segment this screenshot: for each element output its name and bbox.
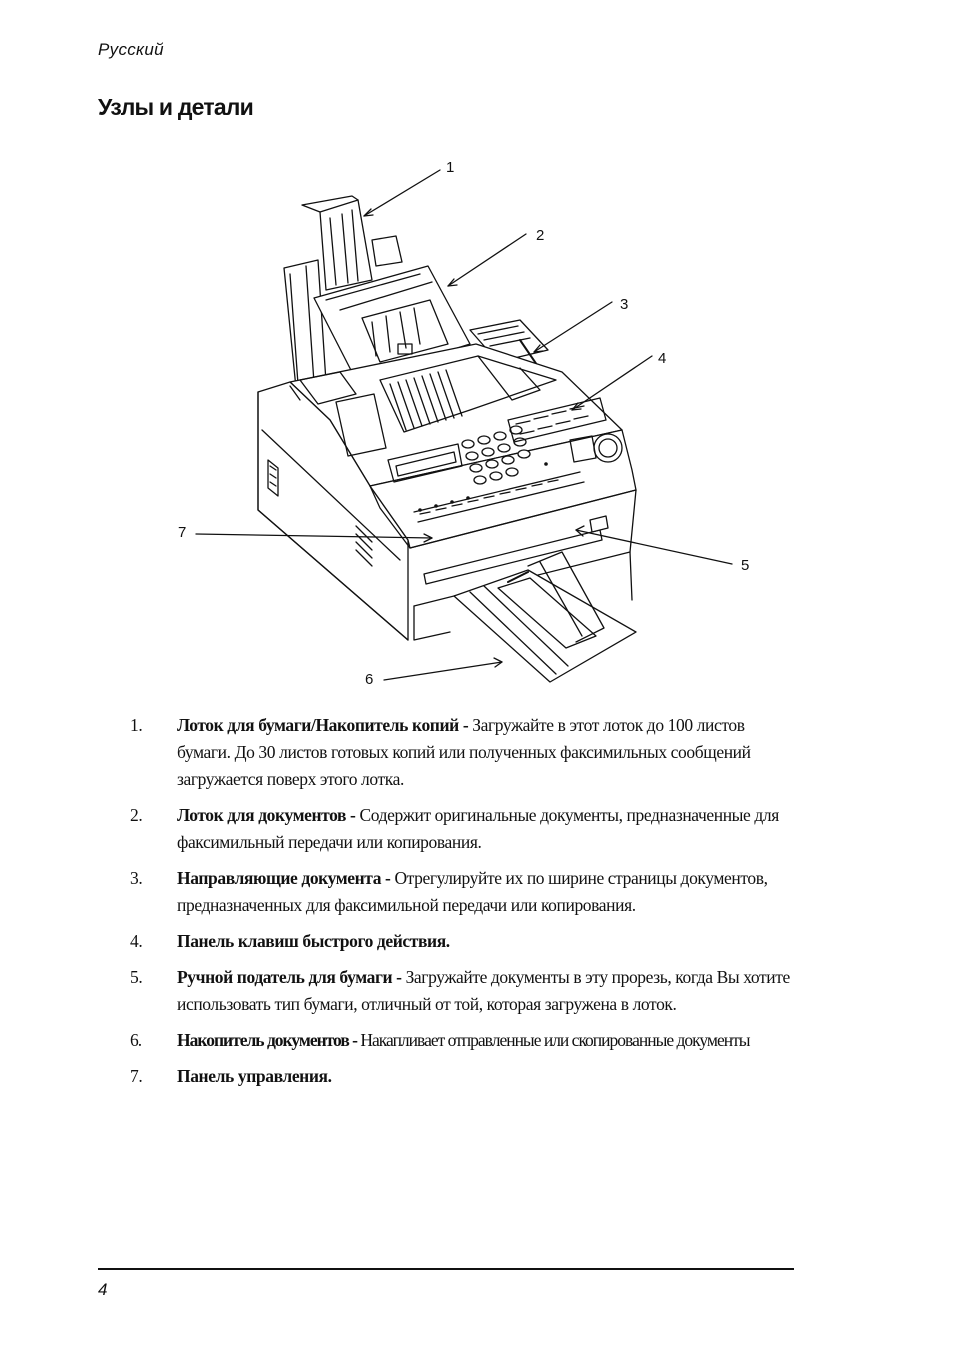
callout-7: 7 xyxy=(178,524,187,541)
page-title: Узлы и детали xyxy=(98,94,254,120)
fax-machine-figure: 1 2 3 4 5 6 7 xyxy=(0,150,954,700)
page-number: 4 xyxy=(98,1280,108,1299)
callout-5: 5 xyxy=(741,557,750,574)
item-description: Содержит оригинальные документы, предназ… xyxy=(177,805,779,852)
item-term: Ручной податель для бумаги - xyxy=(177,967,402,987)
item-number: 7. xyxy=(130,1066,143,1086)
callout-2: 2 xyxy=(536,227,545,244)
fax-machine-illustration xyxy=(195,169,733,683)
footer-rule xyxy=(98,1268,794,1270)
item-number: 3. xyxy=(130,868,143,888)
callout-1: 1 xyxy=(446,159,455,176)
item-number: 6. xyxy=(130,1030,142,1050)
list-item: 7. Панель управления. xyxy=(130,1063,794,1090)
list-item: 4. Панель клавиш быстрого действия. xyxy=(130,928,794,955)
item-term: Панель управления. xyxy=(177,1066,332,1086)
item-term: Накопитель документов - xyxy=(177,1030,358,1050)
list-item: 2. Лоток для документов - Содержит ориги… xyxy=(130,802,794,856)
item-number: 2. xyxy=(130,805,143,825)
list-item: 1. Лоток для бумаги/Накопитель копий - З… xyxy=(130,712,794,793)
item-description: Накапливает отправленные или скопированн… xyxy=(357,1030,750,1050)
item-description: Загружайте в этот лоток до 100 листов бу… xyxy=(177,715,751,789)
callout-6: 6 xyxy=(365,671,374,688)
list-item: 3. Направляющие документа - Отрегулируйт… xyxy=(130,865,794,919)
callout-4: 4 xyxy=(658,350,667,367)
list-item: 5. Ручной податель для бумаги - Загружай… xyxy=(130,964,794,1018)
item-description: Отрегулируйте их по ширине страницы доку… xyxy=(177,868,768,915)
parts-list: 1. Лоток для бумаги/Накопитель копий - З… xyxy=(130,712,794,1099)
item-term: Панель клавиш быстрого действия. xyxy=(177,931,450,951)
item-number: 5. xyxy=(130,967,143,987)
item-number: 4. xyxy=(130,931,143,951)
item-number: 1. xyxy=(130,715,143,735)
language-label: Русский xyxy=(98,40,164,59)
item-term: Направляющие документа - xyxy=(177,868,391,888)
callout-3: 3 xyxy=(620,296,629,313)
item-term: Лоток для документов - xyxy=(177,805,356,825)
item-description: Загружайте документы в эту прорезь, когд… xyxy=(177,967,790,1014)
list-item: 6. Накопитель документов - Накапливает о… xyxy=(130,1027,794,1054)
item-term: Лоток для бумаги/Накопитель копий - xyxy=(177,715,469,735)
